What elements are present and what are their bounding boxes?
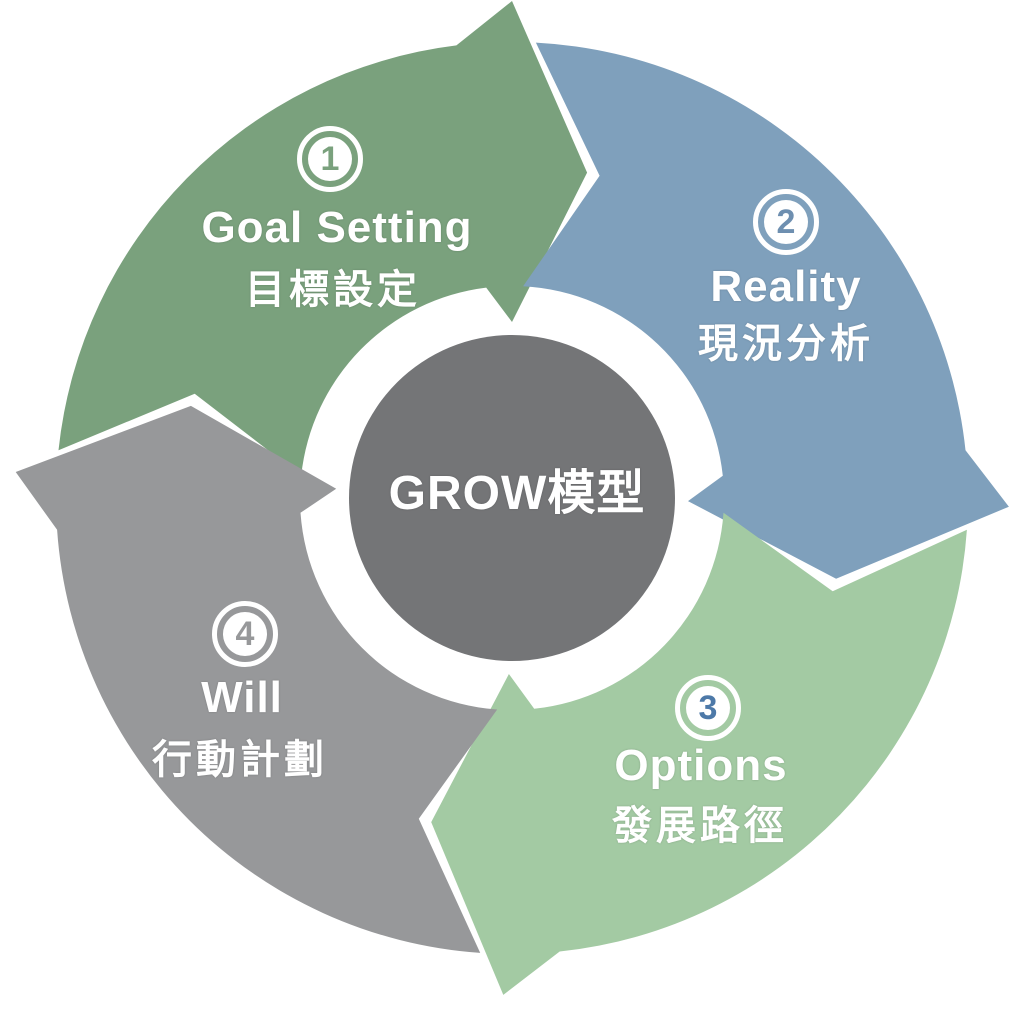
segment-arrow-reality [523, 42, 1009, 579]
step-2-number-badge: 2 [753, 189, 819, 255]
step-4-label-en: Will [201, 673, 283, 722]
segment-arrow-will [15, 405, 498, 953]
step-number: 4 [223, 612, 267, 656]
step-1-number-badge: 1 [297, 126, 363, 192]
center-circle [349, 335, 675, 661]
step-3-number-badge: 3 [675, 675, 741, 741]
step-2-label-en: Reality [710, 262, 862, 311]
diagram-title: GROW模型 [388, 467, 646, 520]
segment-arrow-options [431, 512, 967, 995]
step-number: 3 [686, 686, 730, 730]
step-number: 1 [308, 137, 352, 181]
step-2-label-zh: 現況分析 [698, 322, 874, 366]
step-3-label-zh: 發展路徑 [612, 804, 788, 848]
segment-arrow-goal-setting [58, 1, 588, 476]
step-1-label-en: Goal Setting [201, 203, 473, 252]
step-3-label-en: Options [614, 741, 788, 790]
step-4-number-badge: 4 [212, 601, 278, 667]
step-1-label-zh: 目標設定 [245, 268, 421, 312]
step-number: 2 [764, 200, 808, 244]
step-4-label-zh: 行動計劃 [152, 738, 328, 782]
